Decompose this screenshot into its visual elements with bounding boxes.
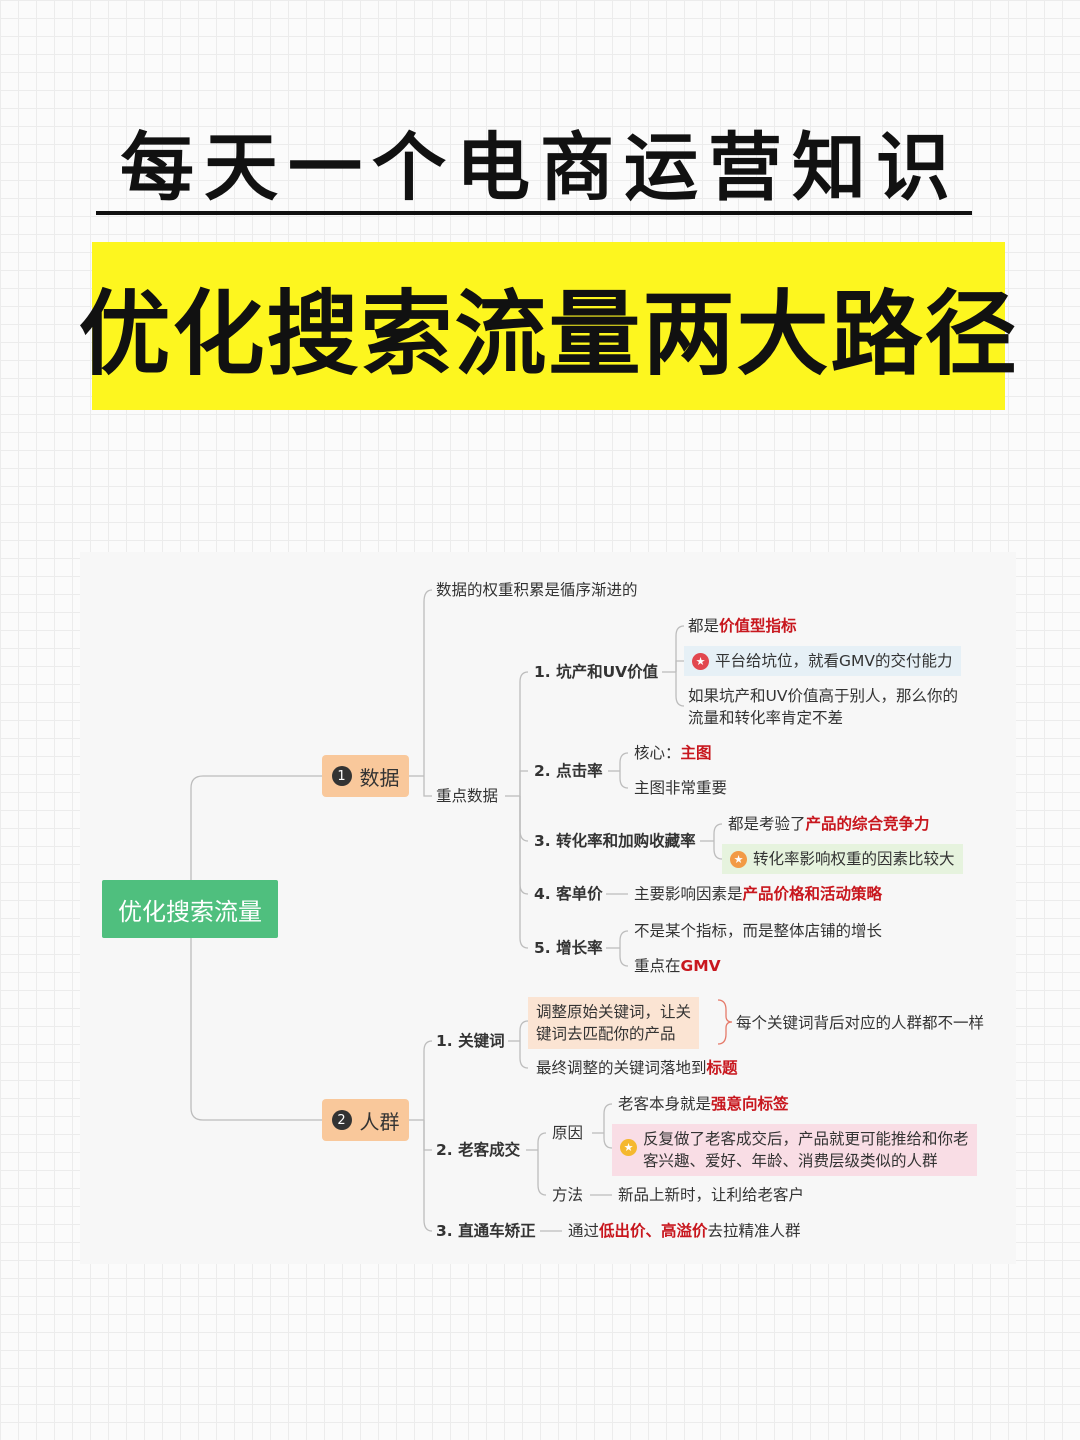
node-adjust-keyword: 调整原始关键词，让关 键词去匹配你的产品 xyxy=(528,997,700,1049)
highlight-text: 产品价格和活动策略 xyxy=(742,885,883,903)
highlight-text: 主图 xyxy=(680,744,712,762)
node-discount-old-customers: 新品上新时，让利给老客户 xyxy=(618,1186,805,1204)
node-text: 去拉精准人群 xyxy=(707,1222,801,1240)
node-text: 主要影响因素是 xyxy=(634,885,743,903)
node-ztc-correction: 3. 直通车矫正 xyxy=(436,1222,536,1240)
star-icon: ★ xyxy=(620,1139,637,1156)
node-method: 方法 xyxy=(552,1186,584,1204)
mindmap-root: 优化搜索流量 xyxy=(102,880,278,938)
node-text: 核心： xyxy=(634,744,681,762)
node-text: 老客本身就是 xyxy=(618,1095,712,1113)
node-keyword-audience-note: 每个关键词背后对应的人群都不一样 xyxy=(736,1014,985,1032)
node-value-indicator: 都是价值型指标 xyxy=(688,615,797,637)
node-text: 重点在 xyxy=(634,957,681,975)
node-gmv-delivery: ★ 平台给坑位，就看GMV的交付能力 xyxy=(684,646,961,676)
node-text: 最终调整的关键词落地到 xyxy=(536,1059,707,1077)
branch-number-badge: 2 xyxy=(331,1110,352,1130)
node-keyword-to-title: 最终调整的关键词落地到标题 xyxy=(536,1057,738,1079)
title-banner: 优化搜索流量两大路径 xyxy=(79,242,1017,410)
highlight-text: 标题 xyxy=(706,1059,738,1077)
node-line: 客兴趣、爱好、年龄、消费层级类似的人群 xyxy=(643,1152,938,1170)
node-keyword: 1. 关键词 xyxy=(436,1032,505,1050)
node-key-data: 重点数据 xyxy=(436,787,499,805)
node-text: 平台给坑位，就看GMV的交付能力 xyxy=(715,652,953,670)
highlight-text: 产品的综合竞争力 xyxy=(805,815,930,833)
node-text: 通过 xyxy=(568,1222,600,1240)
node-ctr: 2. 点击率 xyxy=(534,762,603,780)
node-line: 流量和转化率肯定不差 xyxy=(688,709,844,727)
node-aov: 4. 客单价 xyxy=(534,885,603,903)
node-text: 都是考验了 xyxy=(728,815,806,833)
highlight-text: 强意向标签 xyxy=(711,1095,789,1113)
star-icon: ★ xyxy=(692,653,709,670)
node-repeat-customer: 2. 老客成交 xyxy=(436,1141,521,1159)
node-line: 如果坑产和UV价值高于别人，那么你的 xyxy=(688,687,958,705)
branch-audience: 2 人群 xyxy=(322,1099,409,1141)
branch-label: 数据 xyxy=(359,765,400,790)
heading-divider xyxy=(96,211,972,215)
highlight-text: 价值型指标 xyxy=(719,617,797,635)
node-reason: 原因 xyxy=(552,1124,584,1142)
node-line: 键词去匹配你的产品 xyxy=(536,1025,676,1043)
node-text: 转化率影响权重的因素比较大 xyxy=(753,850,955,868)
node-focus-gmv: 重点在GMV xyxy=(634,955,721,977)
highlight-text: 低出价、高溢价 xyxy=(599,1222,708,1240)
node-competitiveness: 都是考验了产品的综合竞争力 xyxy=(728,813,930,835)
node-growth-rate: 5. 增长率 xyxy=(534,939,603,957)
node-pit-output-uv: 1. 坑产和UV价值 xyxy=(534,663,659,681)
node-data-accumulation: 数据的权重积累是循序渐进的 xyxy=(436,581,638,599)
star-icon: ★ xyxy=(730,851,747,868)
node-text: 都是 xyxy=(688,617,720,635)
node-conversion-weight: ★ 转化率影响权重的因素比较大 xyxy=(722,844,963,874)
node-store-growth: 不是某个指标，而是整体店铺的增长 xyxy=(634,922,883,940)
branch-number-badge: 1 xyxy=(331,766,352,786)
node-line: 调整原始关键词，让关 xyxy=(536,1003,692,1021)
node-low-bid-high-premium: 通过低出价、高溢价去拉精准人群 xyxy=(568,1220,801,1242)
highlight-text: GMV xyxy=(680,957,721,975)
page-heading: 每天一个电商运营知识 xyxy=(120,125,960,211)
branch-label: 人群 xyxy=(359,1109,400,1134)
node-core-main-image: 核心：主图 xyxy=(634,742,712,764)
node-line: 反复做了老客成交后，产品就更可能推给和你老 xyxy=(643,1130,969,1148)
node-price-strategy: 主要影响因素是产品价格和活动策略 xyxy=(634,883,882,905)
node-strong-intent: 老客本身就是强意向标签 xyxy=(618,1093,789,1115)
node-uv-higher: 如果坑产和UV价值高于别人，那么你的 流量和转化率肯定不差 xyxy=(688,685,958,729)
node-similar-audience: ★ 反复做了老客成交后，产品就更可能推给和你老 客兴趣、爱好、年龄、消费层级类似… xyxy=(612,1124,977,1176)
branch-data: 1 数据 xyxy=(322,755,409,797)
node-main-image-important: 主图非常重要 xyxy=(634,779,728,797)
banner-title: 优化搜索流量两大路径 xyxy=(78,280,1019,388)
node-conversion-rate: 3. 转化率和加购收藏率 xyxy=(534,832,696,850)
